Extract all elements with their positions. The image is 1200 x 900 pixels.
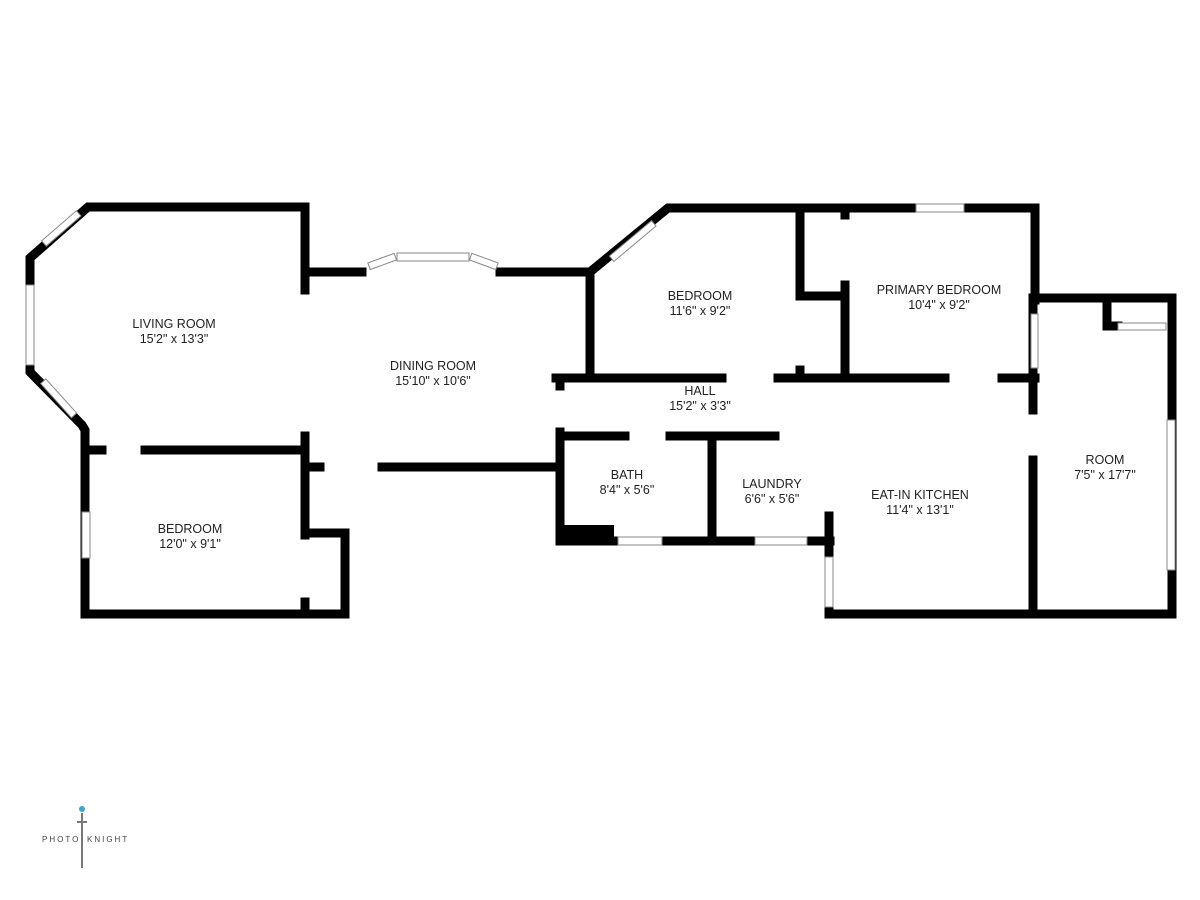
windows xyxy=(25,203,1176,608)
room-dims-primary-bedroom: 10'4" x 9'2" xyxy=(908,298,970,312)
room-dims-laundry: 6'6" x 5'6" xyxy=(745,492,800,506)
room-name-living-room: LIVING ROOM xyxy=(132,317,215,331)
room-dims-living-room: 15'2" x 13'3" xyxy=(140,332,209,346)
room-dims-eat-in-kitchen: 11'4" x 13'1" xyxy=(886,503,954,517)
room-dims-hall: 15'2" x 3'3" xyxy=(669,399,731,413)
logo-text-left: PHOTO xyxy=(42,835,80,844)
room-dims-bedroom-1: 12'0" x 9'1" xyxy=(159,537,221,551)
logo-gem-icon xyxy=(79,806,85,812)
room-name-dining-room: DINING ROOM xyxy=(390,359,476,373)
room-name-hall: HALL xyxy=(684,384,715,398)
room-dims-bedroom-2: 11'6" x 9'2" xyxy=(670,304,731,318)
room-dims-bath: 8'4" x 5'6" xyxy=(600,483,655,497)
room-name-laundry: LAUNDRY xyxy=(742,477,802,491)
room-name-eat-in-kitchen: EAT-IN KITCHEN xyxy=(871,488,969,502)
room-name-bath: BATH xyxy=(611,468,643,482)
walls xyxy=(25,202,1177,619)
room-name-bedroom-2: BEDROOM xyxy=(668,289,733,303)
room-name-primary-bedroom: PRIMARY BEDROOM xyxy=(877,283,1002,297)
logo-text-right: KNIGHT xyxy=(87,835,129,844)
photo-knight-logo: PHOTO KNIGHT xyxy=(42,806,129,868)
room-dims-room: 7'5" x 17'7" xyxy=(1074,468,1136,482)
room-name-bedroom-1: BEDROOM xyxy=(158,522,223,536)
room-labels: LIVING ROOM 15'2" x 13'3" DINING ROOM 15… xyxy=(132,283,1135,551)
room-name-room: ROOM xyxy=(1086,453,1125,467)
room-dims-dining-room: 15'10" x 10'6" xyxy=(395,374,471,388)
